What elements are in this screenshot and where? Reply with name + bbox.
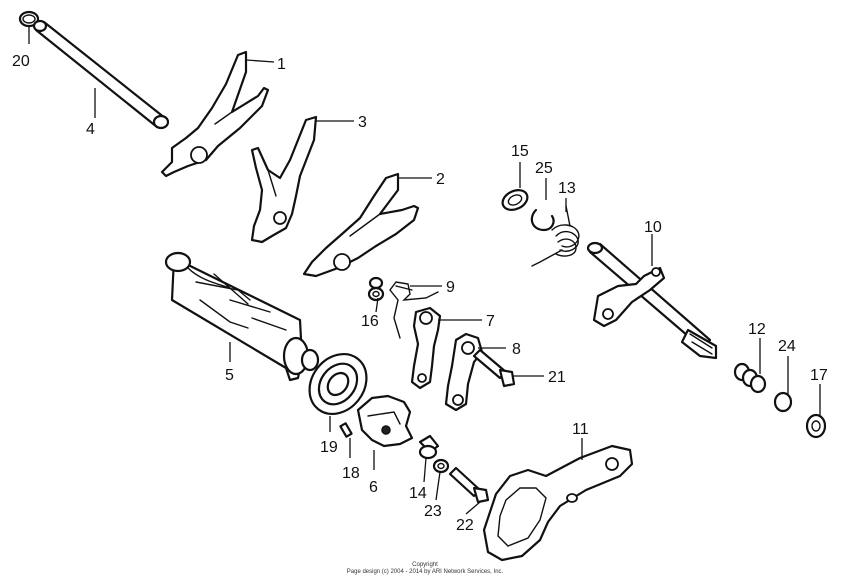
callout-23: 23 <box>424 503 442 520</box>
callout-1: 1 <box>277 56 286 73</box>
callout-9: 9 <box>446 279 455 296</box>
callout-8: 8 <box>512 341 521 358</box>
part-8-stopper-arm <box>444 332 484 412</box>
part-5-shift-drum <box>164 251 320 382</box>
callout-20: 20 <box>12 53 30 70</box>
part-17-washer <box>805 413 827 439</box>
copyright-notice: Page design (c) 2004 - 2014 by ARI Netwo… <box>346 569 504 575</box>
callout-18: 18 <box>342 465 360 482</box>
part-13-spring <box>531 205 580 267</box>
callout-4: 4 <box>86 121 95 138</box>
part-6-drum-cam <box>356 394 414 448</box>
callout-7: 7 <box>486 313 495 330</box>
callout-12: 12 <box>748 321 766 338</box>
part-15-washer <box>501 189 529 211</box>
part-16-washer <box>367 276 385 302</box>
callout-labels: 20 4 1 3 2 5 6 18 19 16 9 7 8 21 15 25 1… <box>12 53 828 534</box>
leader-lines <box>28 26 821 515</box>
part-4-shaft <box>32 19 170 130</box>
part-19-bearing <box>308 353 368 415</box>
copyright-label: Copyright <box>412 562 438 568</box>
callout-13: 13 <box>558 180 576 197</box>
part-14-collar <box>418 434 440 460</box>
callout-2: 2 <box>436 171 445 188</box>
part-2-shift-fork <box>302 172 420 278</box>
part-9-spring <box>389 281 439 339</box>
part-7-shift-arm <box>410 306 442 390</box>
callout-25: 25 <box>535 160 553 177</box>
part-22-bolt <box>448 466 490 504</box>
callout-22: 22 <box>456 517 474 534</box>
part-1-shift-fork <box>160 50 270 178</box>
callout-6: 6 <box>369 479 378 496</box>
callout-15: 15 <box>511 143 529 160</box>
part-25-circlip <box>530 208 555 232</box>
callout-10: 10 <box>644 219 662 236</box>
callout-16: 16 <box>361 313 379 330</box>
part-18-pin <box>339 422 353 438</box>
callout-21: 21 <box>548 369 566 386</box>
part-21-bolt <box>472 348 516 388</box>
callout-19: 19 <box>320 439 338 456</box>
part-12-seal <box>733 362 767 394</box>
part-24-circlip <box>773 391 793 413</box>
part-20-o-ring <box>18 10 40 28</box>
callout-17: 17 <box>810 367 828 384</box>
callout-3: 3 <box>358 114 367 131</box>
part-10-spindle <box>586 241 718 360</box>
part-3-shift-fork <box>250 115 318 244</box>
part-23-washer <box>432 458 450 474</box>
part-11-plate <box>482 444 634 562</box>
callout-24: 24 <box>778 338 796 355</box>
callout-14: 14 <box>409 485 427 502</box>
callout-5: 5 <box>225 367 234 384</box>
callout-11: 11 <box>572 421 589 438</box>
